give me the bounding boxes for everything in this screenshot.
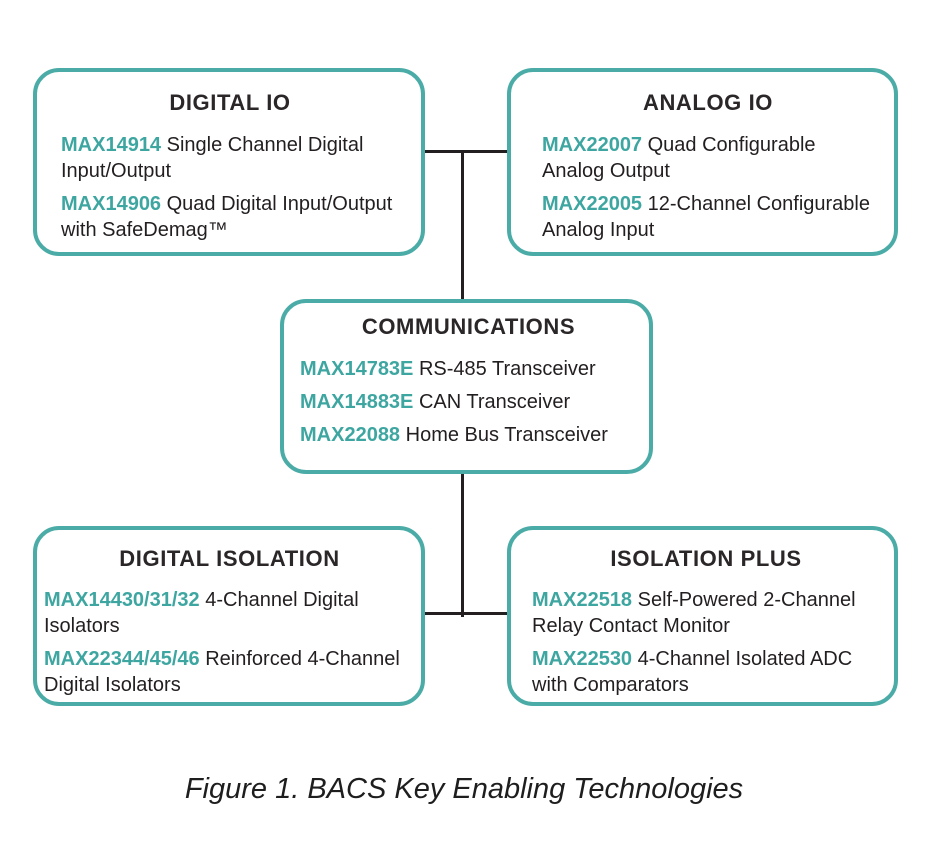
part-number: MAX22530 (532, 648, 633, 670)
part-entry: MAX14883E CAN Transceiver (300, 388, 637, 417)
part-number: MAX22005 (542, 193, 643, 215)
part-description: 4-Channel Digital Isolators (44, 589, 359, 637)
part-entry: MAX22005 12-Channel Configurable Analog … (542, 191, 874, 243)
box-title: ANALOG IO (642, 90, 774, 115)
box-title: DIGITAL IO (169, 90, 291, 115)
part-description: Single Channel Digital Input/Output (61, 134, 364, 182)
part-number: MAX22344/45/46 (44, 648, 200, 670)
box-analog-io: ANALOG IO MAX22007 Quad Configurable Ana… (507, 68, 898, 256)
box-isolation-plus: ISOLATION PLUS MAX22518 Self-Powered 2-C… (507, 526, 898, 706)
part-entry: MAX14783E RS-485 Transceiver (300, 355, 637, 384)
connector-top-vertical-line (461, 150, 464, 299)
part-number: MAX22007 (542, 134, 643, 156)
part-description: Home Bus Transceiver (405, 424, 608, 446)
box-title: DIGITAL ISOLATION (119, 546, 340, 571)
part-entry: MAX22088 Home Bus Transceiver (300, 421, 637, 450)
part-entry: MAX14906 Quad Digital Input/Output with … (61, 191, 399, 243)
part-number: MAX14906 (61, 193, 162, 215)
part-description: Self-Powered 2-Channel Relay Contact Mon… (532, 589, 856, 637)
part-entry: MAX22518 Self-Powered 2-Channel Relay Co… (532, 587, 880, 639)
part-description: Quad Digital Input/Output with SafeDemag… (61, 193, 393, 241)
connector-bottom-vertical-line (461, 472, 464, 617)
part-number: MAX14430/31/32 (44, 589, 200, 611)
part-number: MAX22518 (532, 589, 633, 611)
part-description: 4-Channel Isolated ADC with Comparators (532, 648, 853, 696)
part-description: 12-Channel Configurable Analog Input (542, 193, 870, 241)
part-description: Reinforced 4-Channel Digital Isolators (44, 648, 400, 696)
part-description: Quad Configurable Analog Output (542, 134, 816, 182)
box-title: ISOLATION PLUS (610, 546, 802, 571)
box-communications: COMMUNICATIONS MAX14783E RS-485 Transcei… (280, 299, 653, 474)
part-number: MAX14914 (61, 134, 162, 156)
part-entry: MAX22530 4-Channel Isolated ADC with Com… (532, 646, 880, 698)
part-number: MAX22088 (300, 424, 401, 446)
box-digital-isolation: DIGITAL ISOLATION MAX14430/31/32 4-Chann… (33, 526, 425, 706)
part-entry: MAX22344/45/46 Reinforced 4-Channel Digi… (44, 646, 415, 698)
part-entry: MAX14430/31/32 4-Channel Digital Isolato… (44, 587, 415, 639)
part-number: MAX14783E (300, 358, 414, 380)
part-entry: MAX14914 Single Channel Digital Input/Ou… (61, 132, 399, 184)
connector-bottom-horizontal-line (420, 612, 508, 615)
part-description: RS-485 Transceiver (418, 358, 596, 380)
connector-top-horizontal-line (424, 150, 508, 153)
part-number: MAX14883E (300, 391, 414, 413)
box-title: COMMUNICATIONS (361, 314, 576, 339)
figure-caption: Figure 1. BACS Key Enabling Technologies (184, 773, 744, 805)
part-entry: MAX22007 Quad Configurable Analog Output (542, 132, 874, 184)
part-description: CAN Transceiver (418, 391, 571, 413)
box-digital-io: DIGITAL IO MAX14914 Single Channel Digit… (33, 68, 425, 256)
